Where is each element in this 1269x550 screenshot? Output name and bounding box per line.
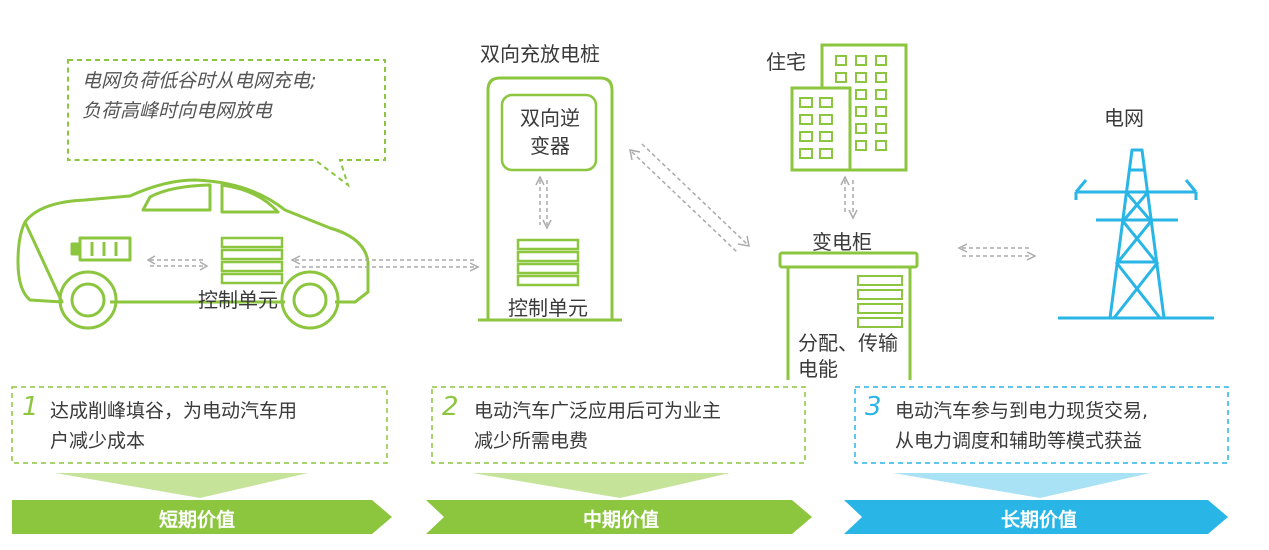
- value-1-number: 1: [22, 392, 39, 422]
- value-3-line-2: 从电力调度和辅助等模式获益: [895, 430, 1143, 452]
- transformer-desc-line-2: 电能: [798, 357, 838, 381]
- value-box-1-outline: [11, 386, 388, 464]
- charger-transformer-arrow: [629, 143, 750, 253]
- value-1-line-1: 达成削峰填谷，为电动汽车用: [50, 400, 298, 422]
- transformer-icon: [778, 251, 919, 380]
- charger-icon: [478, 76, 622, 322]
- inverter-label-line-1: 双向逆: [520, 106, 580, 130]
- transformer-drawers: [857, 275, 903, 328]
- car-control-unit-label: 控制单元: [198, 288, 278, 312]
- battery-control-arrow: [146, 255, 209, 271]
- residence-label: 住宅: [766, 50, 806, 74]
- value-1-pointer: [55, 473, 308, 498]
- value-2-text: 电动汽车广泛应用后可为业主 减少所需电费: [474, 396, 721, 456]
- transformer-desc-line-1: 分配、传输: [798, 331, 898, 355]
- speech-bubble-outline: [67, 59, 386, 188]
- value-2-number: 2: [442, 392, 459, 422]
- inverter-label: 双向逆 变器: [518, 104, 582, 160]
- value-2-line-1: 电动汽车广泛应用后可为业主: [474, 400, 722, 422]
- car-icon: [16, 178, 370, 330]
- value-box-2-outline: [431, 386, 806, 464]
- long-term-banner-shape: [844, 500, 1228, 534]
- value-1-line-2: 户减少成本: [50, 430, 146, 452]
- car-control-unit-icon: [220, 236, 284, 285]
- charger-inner-arrow: [535, 175, 552, 230]
- short-term-banner-shape: [12, 500, 392, 534]
- residence-transformer-arrow: [840, 175, 858, 220]
- mid-term-banner-shape: [426, 500, 812, 534]
- value-3-number: 3: [865, 392, 882, 422]
- inverter-label-line-2: 变器: [530, 134, 570, 158]
- long-term-banner: 长期价值: [1000, 509, 1077, 531]
- charger-control-unit-label: 控制单元: [508, 296, 588, 320]
- short-term-banner: 短期价值: [158, 509, 235, 531]
- value-3-text: 电动汽车参与到电力现货交易, 从电力调度和辅助等模式获益: [895, 396, 1148, 456]
- value-box-3-outline: [854, 386, 1229, 464]
- value-3-line-1: 电动汽车参与到电力现货交易,: [895, 400, 1149, 422]
- residence-windows: [799, 55, 887, 159]
- speech-bubble-line-1: 电网负荷低谷时从电网充电;: [82, 70, 317, 92]
- mid-term-banner: 中期价值: [582, 509, 659, 531]
- value-2-pointer: [472, 473, 730, 498]
- transformer-label: 变电柜: [812, 230, 872, 254]
- grid-label: 电网: [1104, 106, 1144, 130]
- transformer-grid-arrow: [957, 243, 1037, 261]
- value-1-text: 达成削峰填谷，为电动汽车用 户减少成本: [50, 396, 297, 456]
- speech-bubble-line-2: 负荷高峰时向电网放电: [82, 100, 273, 122]
- value-3-pointer: [893, 473, 1150, 498]
- power-tower-icon: [1058, 148, 1214, 320]
- transformer-description: 分配、传输 电能: [798, 330, 898, 382]
- speech-bubble: 电网负荷低谷时从电网充电; 负荷高峰时向电网放电: [82, 66, 316, 126]
- car-charger-arrow: [290, 255, 480, 272]
- value-2-line-2: 减少所需电费: [474, 430, 589, 452]
- charger-control-unit-icon: [516, 238, 580, 287]
- charger-title: 双向充放电桩: [480, 42, 600, 66]
